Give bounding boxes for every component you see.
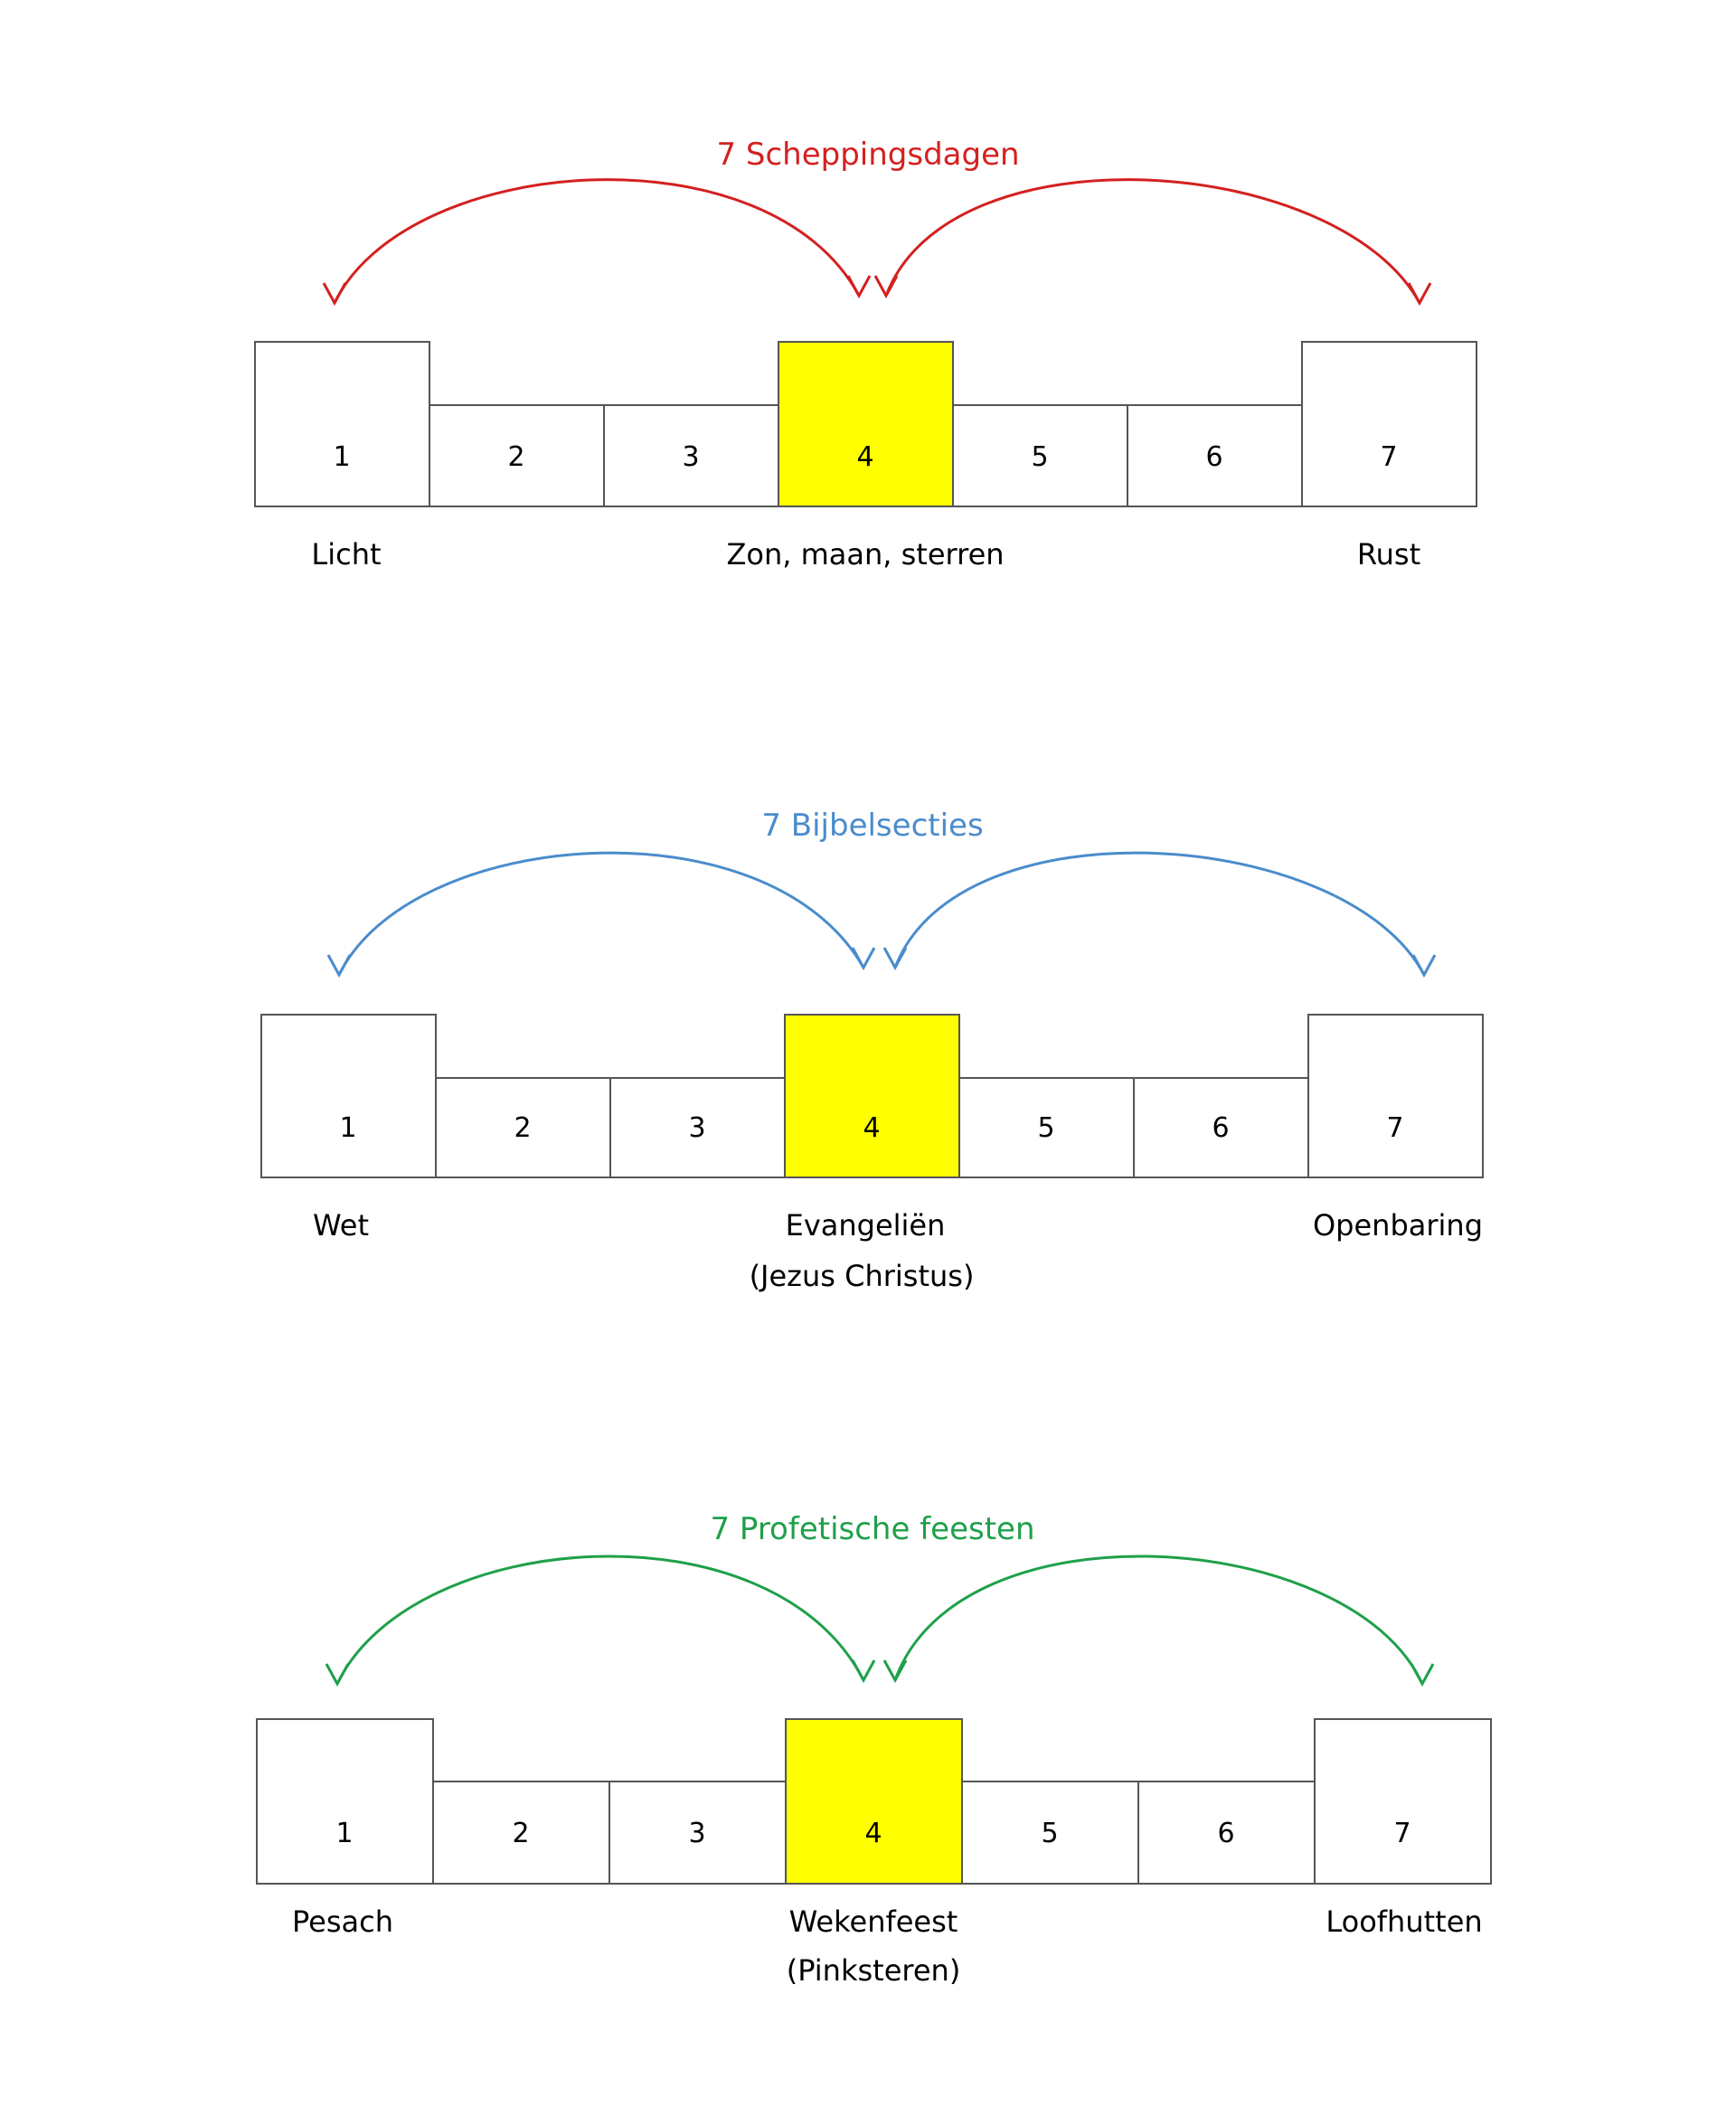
cell-6 [1137,1781,1316,1885]
cell-number: 6 [1212,1112,1229,1144]
cell-number: 7 [1380,441,1397,473]
diagram-title: 7 Scheppingsdagen [716,137,1019,173]
feast-cells [256,1718,1492,1885]
cell-number: 2 [507,441,524,473]
label-center: Wekenfeest [789,1904,958,1939]
cell-7 [1307,1014,1484,1178]
cell-number: 2 [512,1818,529,1849]
label-right: Loofhutten [1326,1904,1482,1939]
cell-number: 4 [856,441,873,473]
cell-number: 2 [514,1112,531,1144]
cell-number: 5 [1031,441,1048,473]
label-right: Openbaring [1313,1208,1483,1243]
cell-number: 5 [1037,1112,1054,1144]
label-center: Zon, maan, sterren [726,537,1004,572]
cell-number: 7 [1386,1112,1403,1144]
cell-3 [609,1077,786,1178]
cell-1 [254,341,430,507]
diagram-title: 7 Profetische feesten [710,1511,1034,1547]
arrows-group [322,178,1432,307]
label-left: Pesach [292,1904,393,1939]
arrow-right-arch [893,851,1426,976]
diagram-bible-sections: 7 Bijbelsecties 1 2 3 4 5 6 7 Wet Evange… [260,808,1484,1293]
cell-4-highlight [778,341,954,507]
arrow-right-arch [893,1555,1424,1685]
cell-number: 4 [863,1112,880,1144]
cell-7 [1301,341,1477,507]
cell-6 [1127,404,1303,507]
cell-2 [429,404,605,507]
diagram-prophetic-feasts: 7 Profetische feesten 1 2 3 4 5 6 7 Pesa… [256,1511,1492,1988]
cell-5 [958,1077,1135,1178]
arrow-head-center-right [882,1659,908,1684]
arrow-head-right [1410,1663,1435,1687]
arrow-head-right [1411,954,1437,978]
cell-number: 6 [1217,1818,1234,1849]
section-cells [260,1014,1484,1178]
arrow-left-arch [333,178,861,304]
arrow-head-left [326,954,352,978]
label-center-sub: (Pinksteren) [787,1953,961,1988]
arrow-head-left [322,282,347,307]
arrow-head-center-left [851,1659,876,1684]
cell-3 [603,404,779,507]
cell-number: 1 [339,1112,356,1144]
arrows-group [325,1555,1435,1687]
cell-number: 3 [688,1818,705,1849]
day-cells [254,341,1477,507]
cell-4-highlight [785,1718,963,1885]
arrow-head-center-right [882,947,908,971]
arrow-head-center-left [851,947,876,971]
cell-5 [952,404,1128,507]
diagram-creation-days: 7 Scheppingsdagen 1 2 3 4 5 6 7 Licht Zo… [254,137,1477,572]
arrows-group [326,851,1437,978]
cell-1 [260,1014,437,1178]
arrow-head-right [1407,282,1432,307]
arrow-head-left [325,1663,350,1687]
label-center: Evangeliën [786,1208,946,1243]
cell-1 [256,1718,434,1885]
label-center-sub: (Jezus Christus) [750,1259,975,1293]
cell-2 [432,1781,610,1885]
label-right: Rust [1357,537,1420,572]
arrow-left-arch [337,851,865,976]
cell-7 [1314,1718,1492,1885]
cell-5 [961,1781,1139,1885]
arrow-right-arch [884,178,1421,304]
arrow-head-center-left [846,275,872,299]
cell-number: 1 [335,1818,353,1849]
cell-number: 3 [682,441,699,473]
diagram-title: 7 Bijbelsecties [761,808,983,844]
cell-number: 3 [688,1112,705,1144]
cell-number: 7 [1393,1818,1410,1849]
arrow-left-arch [335,1555,865,1685]
cell-number: 1 [333,441,350,473]
label-left: Wet [313,1208,369,1243]
arrow-head-center-right [873,275,899,299]
cell-number: 5 [1041,1818,1058,1849]
cell-4-highlight [784,1014,960,1178]
cell-2 [435,1077,611,1178]
cell-number: 4 [864,1818,882,1849]
cell-number: 6 [1205,441,1222,473]
label-left: Licht [311,537,381,572]
